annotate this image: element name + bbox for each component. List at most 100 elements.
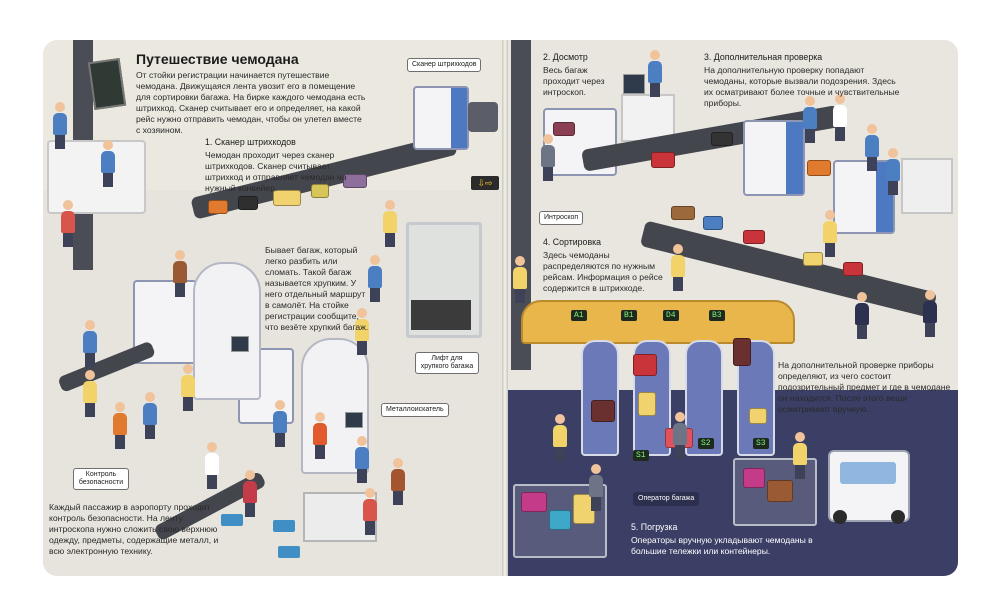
wheel (833, 510, 847, 524)
person (368, 255, 382, 302)
barcode-scanner-label: Сканер штрихкодов (407, 58, 482, 72)
person (513, 256, 527, 303)
suitcase (591, 400, 615, 422)
suitcase (843, 262, 863, 276)
security-text: Каждый пассажир в аэропорту проходит кон… (49, 502, 219, 556)
suitcase (273, 190, 301, 206)
person (648, 50, 662, 97)
book-spine (502, 40, 508, 576)
bin-tray (273, 520, 295, 532)
person (793, 432, 807, 479)
direction-sign: ⇩⇨ (471, 176, 499, 190)
inspection-text: Весь багаж проходит через интроскоп. (543, 65, 605, 97)
wheel (891, 510, 905, 524)
suitcase (633, 354, 657, 376)
suitcase (208, 200, 228, 214)
security-control-label: Контроль безопасности (73, 468, 129, 490)
suitcase (703, 216, 723, 230)
chute-code-label: S2 (698, 438, 714, 449)
suitcase (803, 252, 823, 266)
page-title: Путешествие чемодана (136, 51, 299, 67)
person (101, 140, 115, 187)
suitcase (743, 468, 765, 488)
metal-detector-arch-1 (193, 262, 261, 400)
inspection-desk (621, 94, 675, 142)
person (833, 94, 847, 141)
suitcase (311, 184, 329, 198)
chute-code-label: S1 (633, 450, 649, 461)
person (113, 402, 127, 449)
person (53, 102, 67, 149)
person (886, 148, 900, 195)
suitcase (743, 230, 765, 244)
flight-code-label: A1 (571, 310, 587, 321)
person (205, 442, 219, 489)
person (803, 96, 817, 143)
suitcase (638, 392, 656, 416)
person (313, 412, 327, 459)
suitcase (238, 196, 258, 210)
extra-check-machine-2 (833, 160, 895, 234)
introscope-label: Интроскоп (539, 211, 584, 225)
display-screen (87, 58, 127, 110)
person (671, 244, 685, 291)
person (83, 370, 97, 417)
scanner-heading: 1. Сканер штрихкодов (205, 137, 296, 147)
person (243, 470, 257, 517)
monitor (345, 412, 363, 428)
suitcase (651, 152, 675, 168)
suitcase (733, 338, 751, 366)
suitcase (671, 206, 695, 220)
suitcase (553, 122, 575, 136)
person (383, 200, 397, 247)
suitcase (807, 160, 831, 176)
monitor (623, 74, 645, 94)
person (855, 292, 869, 339)
suitcase (749, 408, 767, 424)
person (173, 250, 187, 297)
sorting-heading: 4. Сортировка (543, 237, 602, 247)
suitcase (521, 492, 547, 512)
person (273, 400, 287, 447)
extra-check-text: На дополнительную проверку попадают чемо… (704, 65, 900, 108)
barcode-scanner-machine (413, 86, 469, 150)
inspection-heading: 2. Досмотр (543, 52, 588, 62)
suitcase (343, 174, 367, 188)
extra-check-note: На дополнительной проверке приборы опред… (778, 360, 951, 414)
sorting-chute (581, 340, 619, 456)
person (923, 290, 937, 337)
flight-code-label: D4 (663, 310, 679, 321)
person (83, 320, 97, 367)
person (181, 364, 195, 411)
person (865, 124, 879, 171)
scanner-belt-exit (468, 102, 498, 132)
person (823, 210, 837, 257)
loading-text: Операторы вручную укладывают чемоданы в … (631, 535, 813, 556)
fragile-lift-label: Лифт для хрупкого багажа (415, 352, 479, 374)
extra-check-heading: 3. Дополнительная проверка (704, 52, 823, 62)
metal-detector-label: Металлоискатель (381, 403, 449, 417)
intro-text: От стойки регистрации начинается путешес… (136, 70, 366, 135)
person (143, 392, 157, 439)
lift-floor (411, 300, 471, 330)
person (61, 200, 75, 247)
bin-tray (221, 514, 243, 526)
checking-desk (901, 158, 953, 214)
person (541, 134, 555, 181)
suitcase (767, 480, 793, 502)
suitcase (711, 132, 733, 146)
fragile-text: Бывает багаж, который легко разбить или … (265, 245, 369, 332)
suitcase (549, 510, 571, 530)
person (363, 488, 377, 535)
sorting-text: Здесь чемоданы распределяются по нужным … (543, 250, 663, 293)
person (355, 308, 369, 355)
person (355, 436, 369, 483)
person (673, 412, 687, 459)
person (391, 458, 405, 505)
bin-tray (278, 546, 300, 558)
extra-check-machine-1 (743, 120, 805, 196)
flight-code-label: B3 (709, 310, 725, 321)
flight-code-label: B1 (621, 310, 637, 321)
metal-detector-arch-2 (301, 338, 369, 474)
baggage-operator-label: Оператор багажа (633, 492, 700, 506)
